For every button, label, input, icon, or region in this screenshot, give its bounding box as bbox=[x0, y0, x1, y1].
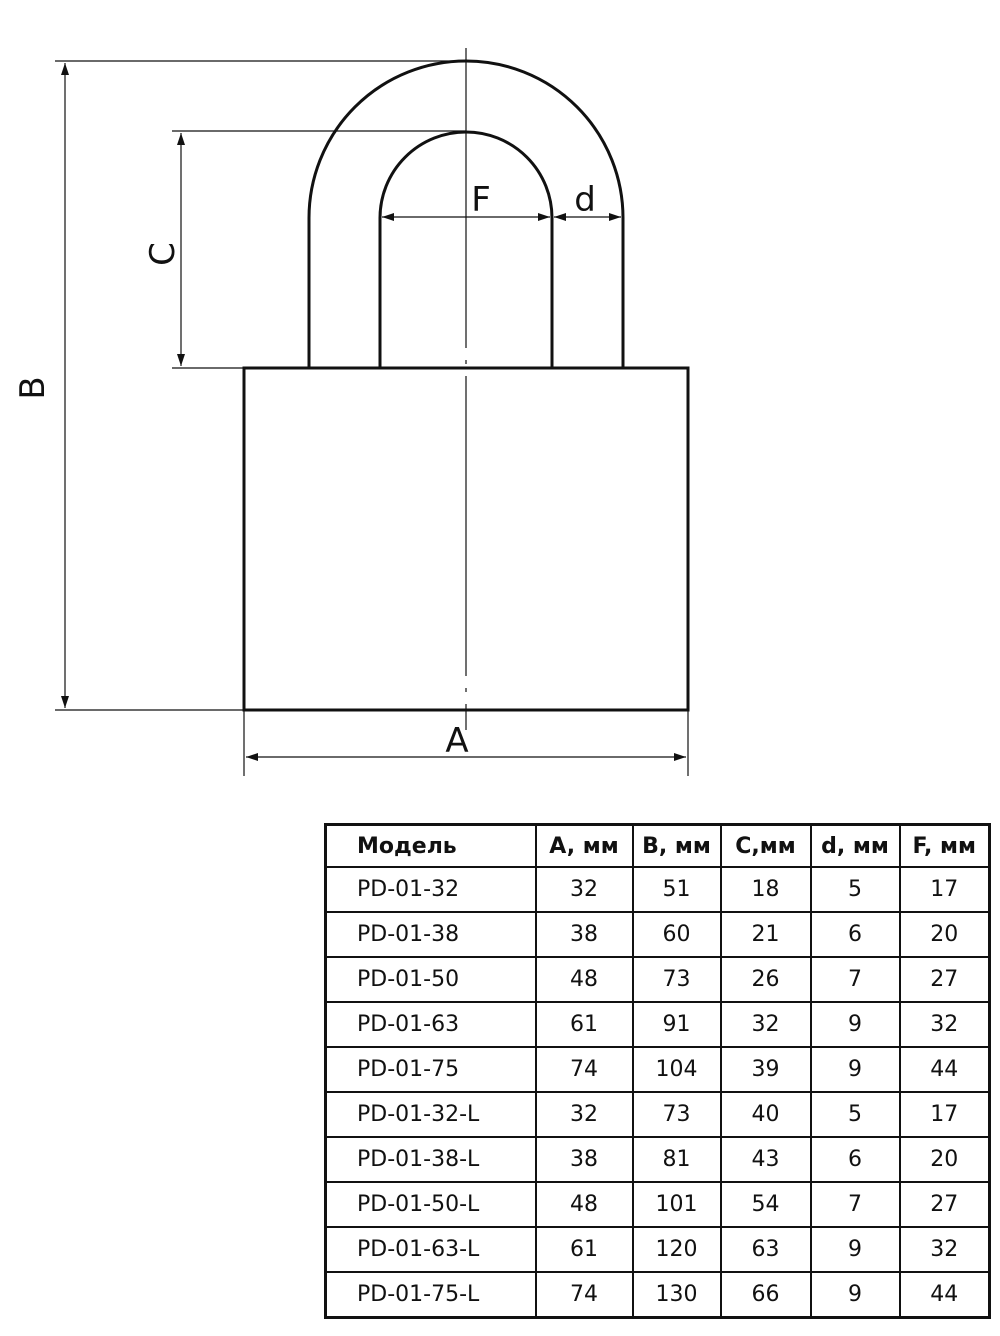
cell-model: PD-01-63-L bbox=[324, 1226, 537, 1273]
cell-value: 60 bbox=[631, 911, 722, 958]
header-d: d, мм bbox=[809, 823, 901, 868]
cell-value: 120 bbox=[631, 1226, 722, 1273]
header-b: B, мм bbox=[631, 823, 722, 868]
cell-value: 32 bbox=[534, 866, 634, 913]
cell-model: PD-01-32 bbox=[324, 866, 537, 913]
cell-value: 17 bbox=[898, 1091, 991, 1138]
cell-value: 48 bbox=[534, 1181, 634, 1228]
cell-value: 74 bbox=[534, 1271, 634, 1319]
cell-value: 73 bbox=[631, 1091, 722, 1138]
cell-value: 51 bbox=[631, 866, 722, 913]
label-a: A bbox=[445, 721, 468, 761]
cell-value: 17 bbox=[898, 866, 991, 913]
cell-value: 20 bbox=[898, 911, 991, 958]
cell-value: 39 bbox=[719, 1046, 812, 1093]
header-f: F, мм bbox=[898, 823, 991, 868]
label-c: C bbox=[143, 242, 183, 266]
cell-value: 9 bbox=[809, 1271, 901, 1319]
cell-value: 44 bbox=[898, 1046, 991, 1093]
cell-model: PD-01-50 bbox=[324, 956, 537, 1003]
cell-value: 40 bbox=[719, 1091, 812, 1138]
cell-value: 32 bbox=[719, 1001, 812, 1048]
cell-value: 32 bbox=[898, 1226, 991, 1273]
cell-value: 26 bbox=[719, 956, 812, 1003]
cell-model: PD-01-32-L bbox=[324, 1091, 537, 1138]
cell-value: 104 bbox=[631, 1046, 722, 1093]
cell-value: 7 bbox=[809, 956, 901, 1003]
header-c: C,мм bbox=[719, 823, 812, 868]
cell-value: 21 bbox=[719, 911, 812, 958]
cell-value: 61 bbox=[534, 1226, 634, 1273]
cell-value: 5 bbox=[809, 866, 901, 913]
cell-value: 61 bbox=[534, 1001, 634, 1048]
cell-value: 91 bbox=[631, 1001, 722, 1048]
header-model: Модель bbox=[324, 823, 537, 868]
cell-value: 20 bbox=[898, 1136, 991, 1183]
cell-model: PD-01-75-L bbox=[324, 1271, 537, 1319]
cell-value: 74 bbox=[534, 1046, 634, 1093]
cell-model: PD-01-38-L bbox=[324, 1136, 537, 1183]
cell-value: 27 bbox=[898, 956, 991, 1003]
cell-model: PD-01-75 bbox=[324, 1046, 537, 1093]
cell-value: 63 bbox=[719, 1226, 812, 1273]
cell-value: 6 bbox=[809, 1136, 901, 1183]
cell-value: 48 bbox=[534, 956, 634, 1003]
cell-value: 7 bbox=[809, 1181, 901, 1228]
cell-value: 18 bbox=[719, 866, 812, 913]
cell-value: 9 bbox=[809, 1046, 901, 1093]
specifications-table: Модель A, мм B, мм C,мм d, мм F, мм PD-0… bbox=[324, 823, 991, 1319]
cell-value: 32 bbox=[898, 1001, 991, 1048]
cell-value: 38 bbox=[534, 911, 634, 958]
label-d: d bbox=[574, 180, 596, 220]
cell-value: 81 bbox=[631, 1136, 722, 1183]
cell-model: PD-01-38 bbox=[324, 911, 537, 958]
cell-value: 66 bbox=[719, 1271, 812, 1319]
cell-value: 73 bbox=[631, 956, 722, 1003]
cell-value: 130 bbox=[631, 1271, 722, 1319]
label-f: F bbox=[471, 180, 491, 220]
label-b: B bbox=[13, 376, 53, 399]
cell-value: 9 bbox=[809, 1001, 901, 1048]
cell-model: PD-01-63 bbox=[324, 1001, 537, 1048]
cell-value: 27 bbox=[898, 1181, 991, 1228]
padlock-dimension-drawing: B C F d A bbox=[13, 48, 690, 776]
table-header-row: Модель A, мм B, мм C,мм d, мм F, мм bbox=[324, 823, 991, 868]
cell-value: 6 bbox=[809, 911, 901, 958]
header-a: A, мм bbox=[534, 823, 634, 868]
cell-value: 9 bbox=[809, 1226, 901, 1273]
cell-value: 5 bbox=[809, 1091, 901, 1138]
cell-value: 44 bbox=[898, 1271, 991, 1319]
cell-value: 32 bbox=[534, 1091, 634, 1138]
cell-value: 54 bbox=[719, 1181, 812, 1228]
cell-value: 43 bbox=[719, 1136, 812, 1183]
cell-value: 101 bbox=[631, 1181, 722, 1228]
cell-model: PD-01-50-L bbox=[324, 1181, 537, 1228]
cell-value: 38 bbox=[534, 1136, 634, 1183]
